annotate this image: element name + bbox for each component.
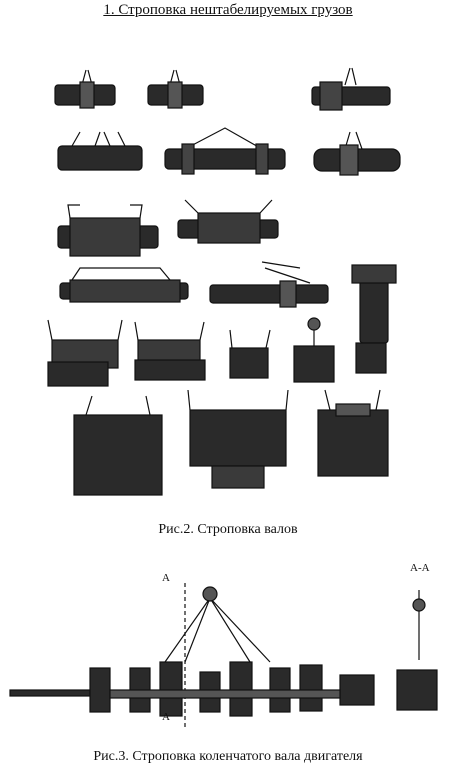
- shaft-sling-12: [47, 319, 123, 387]
- shaft-sling-11: [351, 264, 397, 344]
- section-view-A-A: [396, 590, 438, 711]
- shaft-sling-2: [147, 69, 204, 109]
- shaft-sling-1: [54, 69, 116, 109]
- page-title: 1. Строповка нештабелируемых грузов: [103, 2, 353, 18]
- shaft-sling-3: [311, 67, 391, 111]
- shaft-sling-13: [134, 321, 206, 381]
- shaft-sling-10: [209, 261, 329, 308]
- shaft-sling-18: [187, 389, 289, 489]
- shaft-sling-19: [317, 389, 389, 477]
- shaft-sling-5: [164, 127, 286, 175]
- shaft-sling-16: [355, 342, 387, 374]
- shaft-sling-17: [73, 395, 163, 496]
- shaft-sling-8: [177, 199, 279, 244]
- shaft-sling-14: [229, 329, 271, 379]
- section-label-top: А: [162, 572, 170, 584]
- shaft-sling-9: [59, 267, 189, 303]
- figure-3-caption: Рис.3. Строповка коленчатого вала двигат…: [93, 749, 363, 764]
- section-label-bottom: А: [162, 711, 170, 723]
- section-view-label: А-А: [410, 562, 430, 574]
- shaft-sling-4: [57, 131, 143, 171]
- figure-2-illustration: [47, 67, 401, 496]
- shaft-sling-6: [313, 131, 401, 176]
- shaft-sling-7: [57, 204, 159, 257]
- sling-chains: [164, 597, 271, 663]
- shaft-sling-15: [293, 317, 335, 383]
- sling-hook: [202, 586, 218, 602]
- figure-2-caption: Рис.2. Строповка валов: [158, 522, 298, 537]
- crankshaft: [9, 661, 375, 717]
